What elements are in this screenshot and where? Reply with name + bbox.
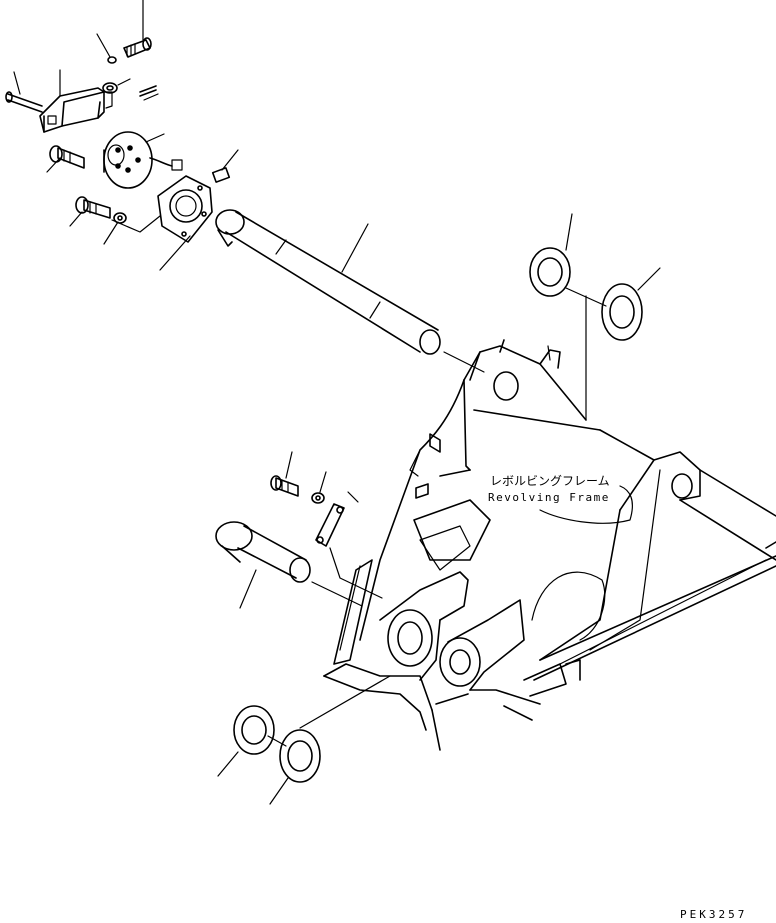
lock-plate-link	[329, 547, 383, 599]
leader-shim-lower-right	[269, 777, 289, 805]
lock-bolt	[270, 475, 299, 497]
leader-shim-upper-left	[565, 213, 573, 251]
leader-small-washer	[96, 33, 111, 58]
main-pin	[215, 209, 441, 355]
lock-plate	[315, 503, 345, 547]
lower-pin-axis	[311, 581, 363, 607]
long-bolt	[5, 91, 43, 113]
hex-bolt-lower	[75, 196, 111, 219]
leader-main-pin	[341, 223, 369, 273]
connector-clip	[211, 167, 231, 183]
leader-long-bolt	[13, 71, 21, 95]
leader-plate-washer	[117, 78, 131, 86]
leader-shim-upper-right	[637, 267, 661, 291]
leader-lock-plate	[347, 491, 359, 503]
split-pin	[139, 85, 157, 97]
leader-hex-bolt-upper	[46, 157, 61, 173]
lock-bolt-washer	[311, 492, 325, 504]
shim-upper-left	[529, 247, 571, 297]
shim-lower-left	[233, 705, 275, 755]
leader-lock-washer	[103, 221, 119, 245]
shim-upper-right	[601, 283, 643, 341]
stopper-bracket	[39, 87, 113, 133]
leader-shim-lower-left	[217, 751, 239, 777]
leader-lower-pin	[239, 569, 257, 609]
leader-sensor-unit	[145, 133, 165, 143]
leader-bracket-ref	[111, 215, 161, 233]
pin-bracket	[157, 175, 213, 243]
leader-split-pin	[143, 93, 159, 101]
lower-pin	[215, 521, 311, 583]
leader-hex-bolt-lower	[69, 211, 83, 227]
revolving-frame	[323, 339, 776, 751]
plate-washer	[102, 82, 118, 94]
drawing-id: PEK3257	[680, 908, 747, 921]
leader-connector-clip	[221, 149, 239, 171]
shim-lower-right	[279, 729, 321, 783]
shim-axis-lower	[267, 735, 287, 747]
leader-lock-bolt	[285, 451, 293, 479]
pin-axis	[443, 351, 485, 373]
hex-bolt-upper	[49, 145, 85, 169]
top-bolt	[123, 37, 152, 58]
leader-pin-bracket	[159, 235, 191, 271]
shim-link-lower	[299, 675, 391, 729]
callout-english: Revolving Frame	[488, 491, 610, 504]
callout-japanese: レボルビングフレーム	[490, 474, 610, 488]
leader-boss-fitting	[547, 345, 551, 361]
small-washer	[107, 56, 117, 64]
sensor-unit	[103, 131, 183, 189]
callout-leader	[539, 485, 633, 524]
leader-lock-bolt-washer	[319, 471, 327, 493]
